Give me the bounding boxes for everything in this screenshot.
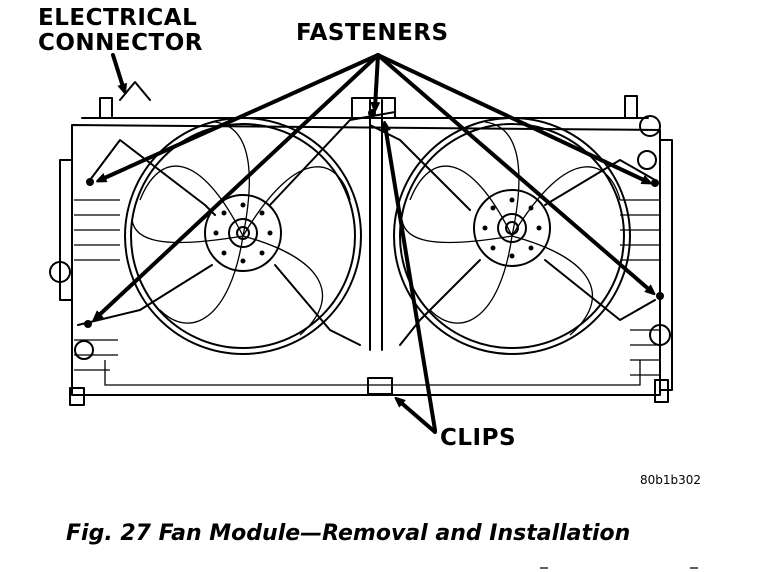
figure-code: 80b1b302 — [640, 473, 702, 487]
electrical-connector-arrow — [111, 53, 124, 90]
left-side-fins — [74, 199, 120, 371]
electrical-connector-label-line1: ELECTRICAL — [38, 5, 198, 31]
fasteners-label: FASTENERS — [296, 20, 449, 46]
figure-caption: Fig. 27 Fan Module—Removal and Installat… — [66, 521, 631, 546]
right-side-fins — [620, 199, 660, 376]
clips-arrows — [385, 125, 437, 434]
electrical-connector-label-line2: CONNECTOR — [38, 30, 203, 57]
right-fan — [393, 117, 631, 355]
fastener-arrows — [96, 53, 652, 318]
clips-label: CLIPS — [440, 425, 517, 451]
left-fan — [124, 117, 362, 355]
electrical-connector-label: ELECTRICAL CONNECTOR — [38, 5, 203, 57]
